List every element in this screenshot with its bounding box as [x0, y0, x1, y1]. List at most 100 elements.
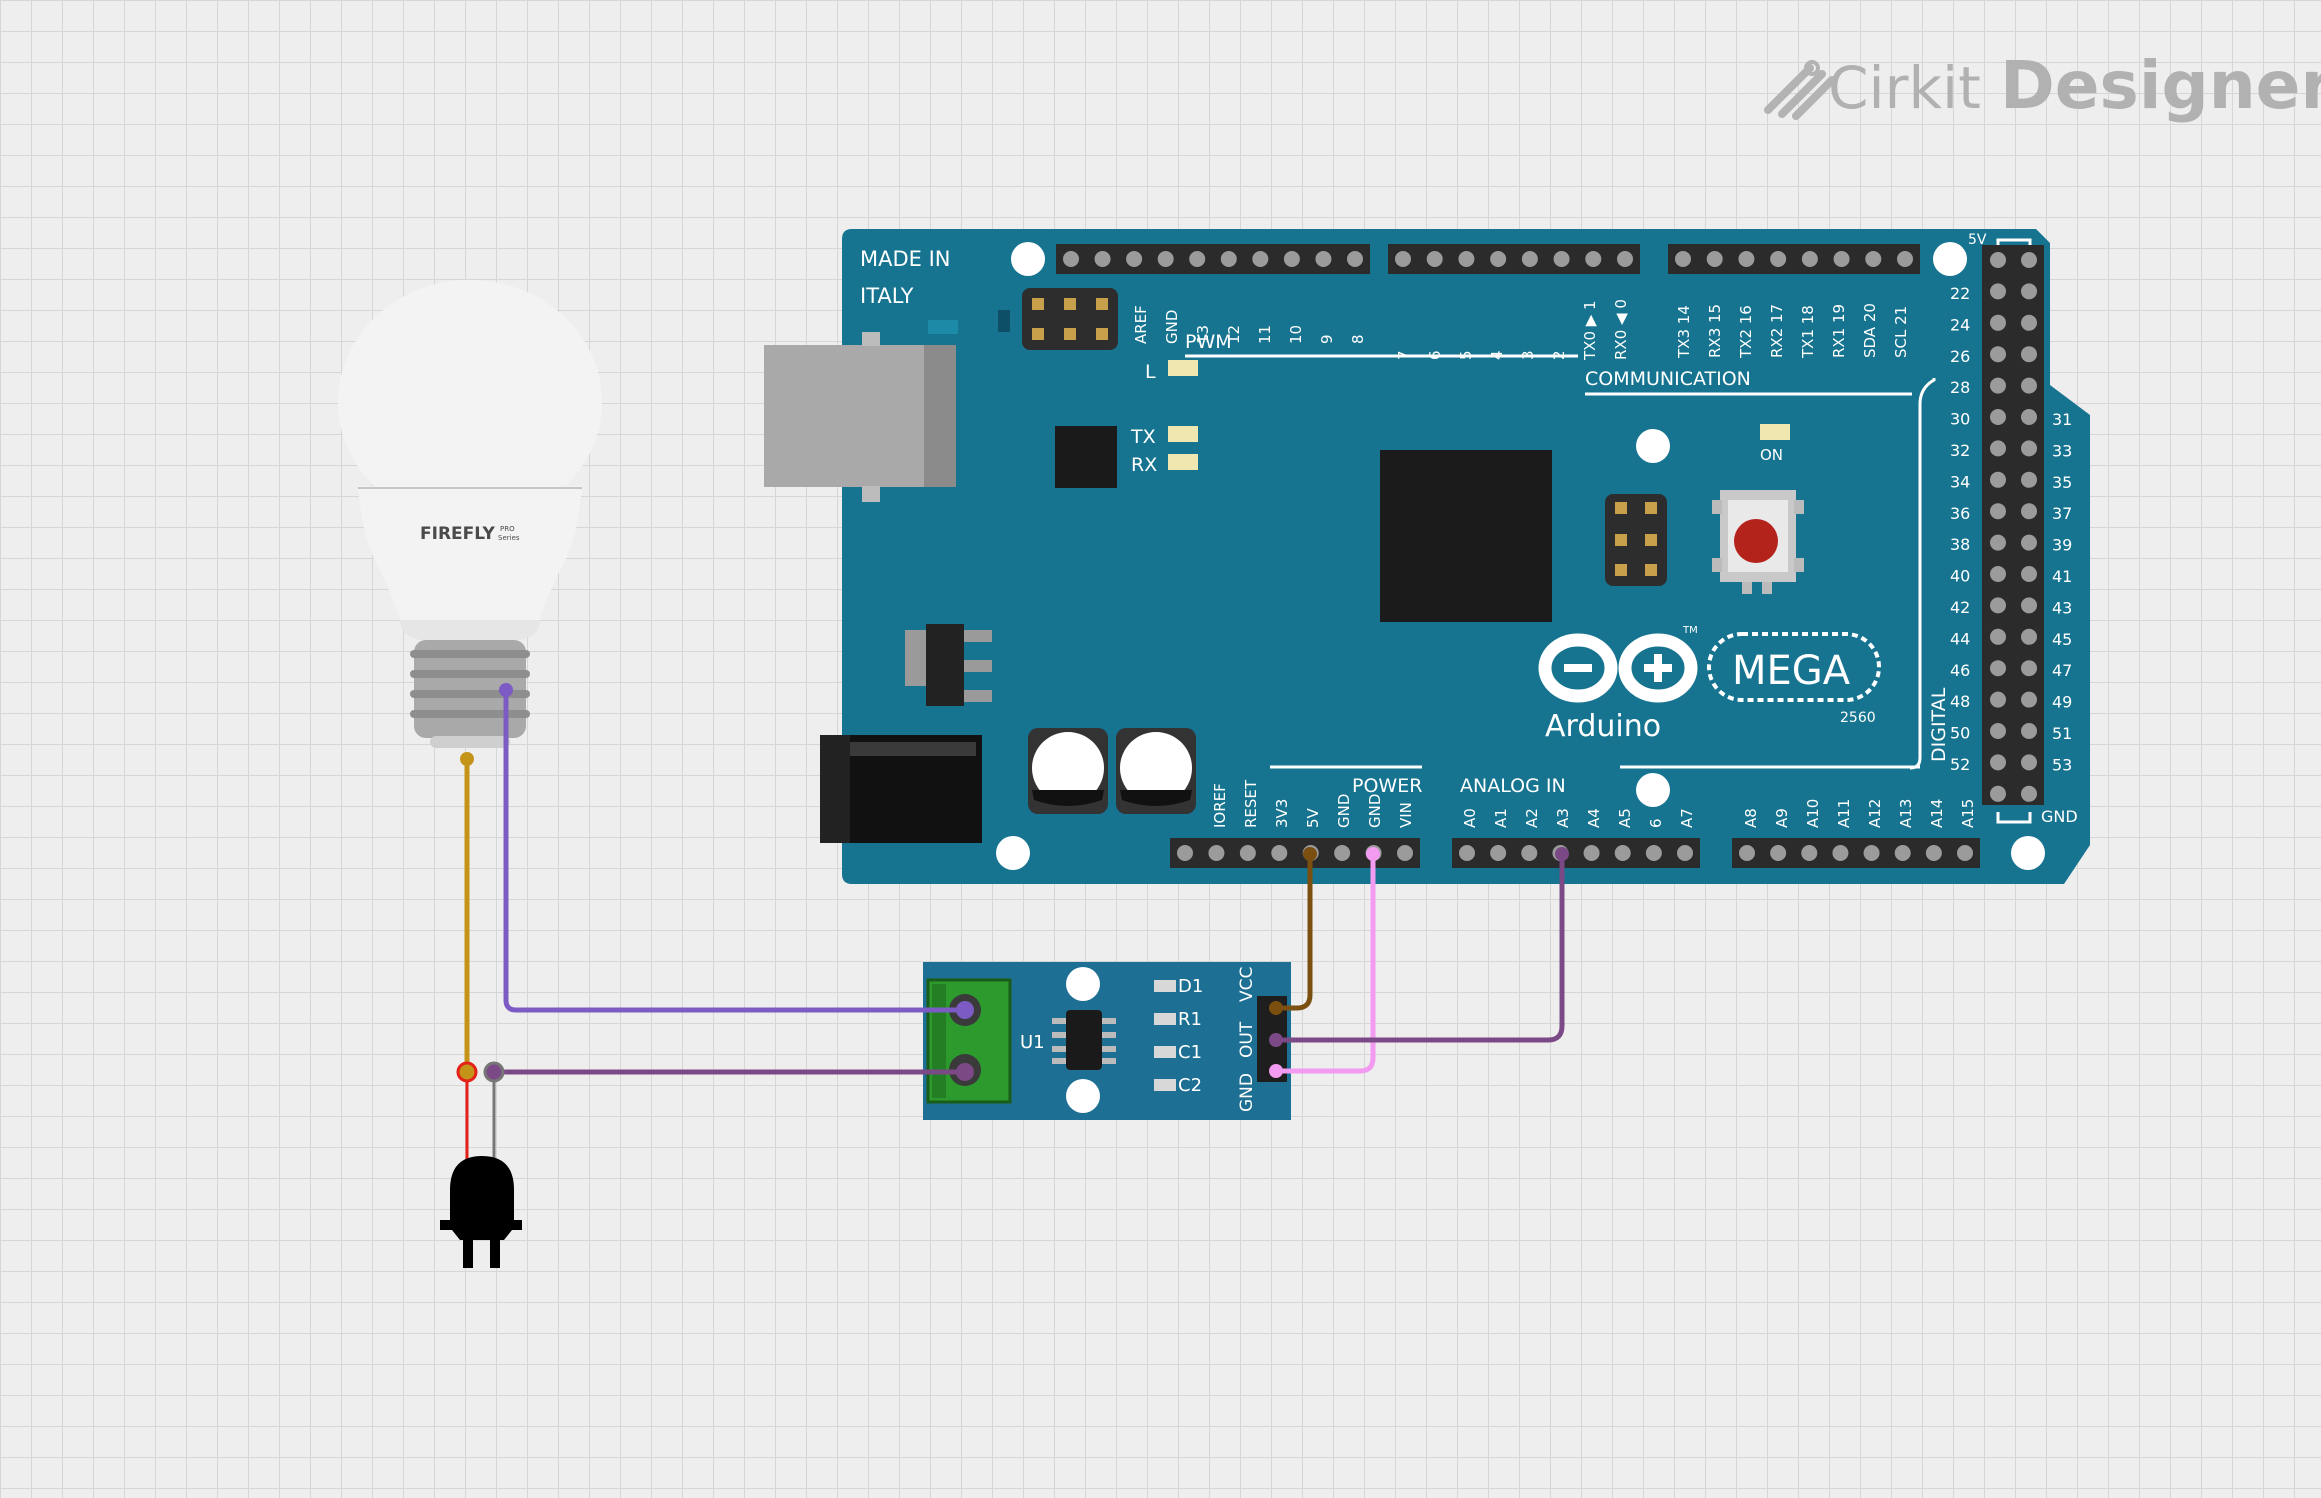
header-pin[interactable]	[1426, 251, 1443, 267]
wire-gnd-to-sensor-gnd[interactable]	[1273, 852, 1376, 1074]
header-pin[interactable]	[1490, 845, 1507, 861]
header-pin[interactable]	[1739, 845, 1755, 861]
header-pin[interactable]	[1239, 845, 1256, 861]
header-pin[interactable]	[2021, 252, 2037, 268]
header-pin[interactable]	[1490, 251, 1507, 267]
header-pin[interactable]	[1801, 251, 1818, 267]
header-pin[interactable]	[1553, 251, 1570, 267]
digital-pin-label: 22	[1950, 284, 1970, 303]
header-pin[interactable]	[1347, 251, 1363, 267]
wire-a3-to-out[interactable]	[1273, 852, 1565, 1043]
usb-port-side	[924, 345, 956, 487]
header-pin[interactable]	[1990, 252, 2006, 268]
header-pin[interactable]	[1990, 566, 2006, 582]
header-pin[interactable]	[1094, 251, 1111, 267]
header-pin[interactable]	[1585, 251, 1602, 267]
header-pin[interactable]	[1990, 628, 2006, 645]
header-pin[interactable]	[1521, 251, 1538, 267]
header-pin[interactable]	[1990, 377, 2006, 394]
header-pin[interactable]	[1990, 471, 2006, 488]
header-pin[interactable]	[2021, 503, 2037, 520]
header-pin[interactable]	[1865, 251, 1882, 267]
ac-power-plug[interactable]	[440, 1156, 522, 1268]
wire-bulb-to-terminal[interactable]	[503, 687, 968, 1013]
header-pin[interactable]	[2021, 723, 2037, 739]
header-pin[interactable]	[2021, 628, 2037, 645]
header-pin[interactable]	[1334, 845, 1351, 861]
header-pin[interactable]	[1990, 503, 2006, 520]
header-pin[interactable]	[2021, 534, 2037, 551]
header-pin[interactable]	[1897, 251, 1913, 267]
header-pin[interactable]	[1521, 845, 1538, 861]
header-pin[interactable]	[1990, 691, 2006, 708]
header-pin[interactable]	[1645, 845, 1662, 861]
header-pin[interactable]	[1675, 251, 1691, 267]
header-pin[interactable]	[1770, 251, 1787, 267]
header-pin[interactable]	[1990, 346, 2006, 363]
header-pin[interactable]	[1990, 314, 2006, 331]
header-pin[interactable]	[1315, 251, 1332, 267]
header-pin[interactable]	[1583, 845, 1600, 861]
header-pin[interactable]	[1738, 251, 1755, 267]
header-pin[interactable]	[1617, 251, 1633, 267]
header-pin[interactable]	[2021, 566, 2037, 582]
header-pin[interactable]	[1189, 251, 1206, 267]
header-pin[interactable]	[1459, 845, 1475, 861]
header-pin[interactable]	[1395, 251, 1411, 267]
header-pin[interactable]	[1990, 723, 2006, 739]
wire-5v-to-vcc[interactable]	[1273, 852, 1313, 1011]
header-pin[interactable]	[1220, 251, 1237, 267]
header-pin[interactable]	[1832, 845, 1849, 861]
pin-label: A11	[1835, 799, 1853, 828]
header-pin[interactable]	[2021, 409, 2037, 425]
header-pin[interactable]	[1863, 845, 1880, 861]
bulb-neck	[400, 620, 540, 640]
header-pin[interactable]	[1990, 534, 2006, 551]
header-pin[interactable]	[1990, 283, 2006, 300]
header-pin[interactable]	[1925, 845, 1942, 861]
header-pin[interactable]	[1833, 251, 1850, 267]
light-bulb[interactable]: FIREFLY PRO Series	[338, 280, 602, 748]
header-pin[interactable]	[1990, 597, 2006, 614]
header-pin[interactable]	[1397, 845, 1413, 861]
header-pin[interactable]	[1126, 251, 1143, 267]
header-pin[interactable]	[1990, 754, 2006, 771]
header-pin[interactable]	[1157, 251, 1174, 267]
header-pin[interactable]	[1990, 440, 2006, 457]
header-pin[interactable]	[2021, 660, 2037, 677]
header-pin[interactable]	[1957, 845, 1973, 861]
pin-label: 10	[1287, 325, 1305, 344]
arduino-mega-board[interactable]: MADE IN ITALY L TX RX ON PWM COMMUNICATI…	[764, 229, 2090, 884]
header-pin[interactable]	[2021, 785, 2037, 802]
header-pin[interactable]	[2021, 346, 2037, 363]
header-pin[interactable]	[2021, 597, 2037, 614]
header-pin[interactable]	[1990, 409, 2006, 425]
sensor-pin-label: GND	[1237, 1073, 1257, 1112]
header-pin[interactable]	[1614, 845, 1631, 861]
header-pin[interactable]	[1706, 251, 1723, 267]
header-pin[interactable]	[1894, 845, 1911, 861]
digital-pin-label: 41	[2052, 567, 2072, 586]
header-pin[interactable]	[1990, 785, 2006, 802]
header-pin[interactable]	[1458, 251, 1475, 267]
header-pin[interactable]	[2021, 314, 2037, 331]
header-pin[interactable]	[1177, 845, 1193, 861]
header-pin[interactable]	[2021, 283, 2037, 300]
header-pin[interactable]	[1990, 660, 2006, 677]
header-pin[interactable]	[1770, 845, 1787, 861]
header-pin[interactable]	[2021, 377, 2037, 394]
usb-port-tab	[862, 486, 880, 502]
header-pin[interactable]	[2021, 691, 2037, 708]
header-pin[interactable]	[1252, 251, 1269, 267]
header-pin[interactable]	[1801, 845, 1818, 861]
header-pin[interactable]	[1677, 845, 1693, 861]
header-pin[interactable]	[1271, 845, 1288, 861]
header-pin[interactable]	[1283, 251, 1300, 267]
header-pin[interactable]	[1063, 251, 1079, 267]
header-pin[interactable]	[2021, 754, 2037, 771]
reset-button[interactable]	[1712, 490, 1804, 594]
header-pin[interactable]	[2021, 471, 2037, 488]
header-pin[interactable]	[2021, 440, 2037, 457]
header-pin[interactable]	[1208, 845, 1225, 861]
